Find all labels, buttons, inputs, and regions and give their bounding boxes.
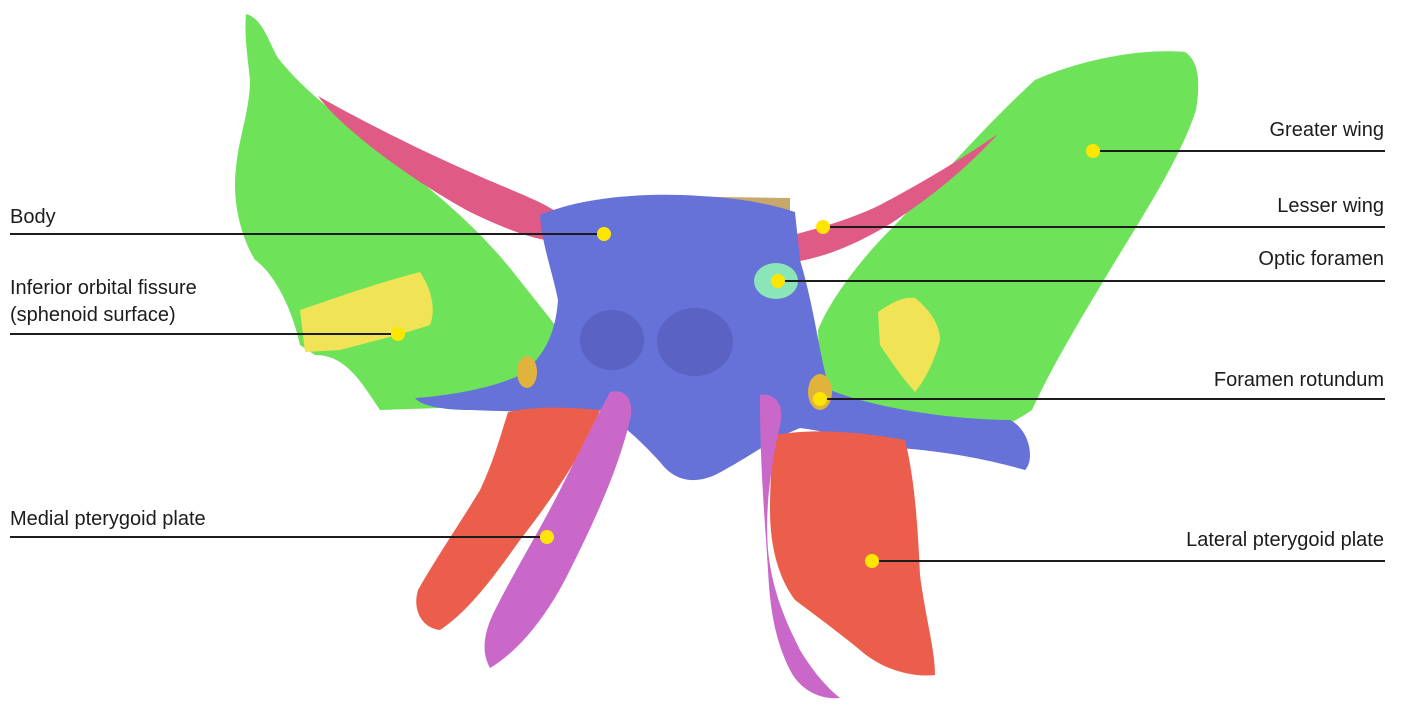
label-lesser-wing: Lesser wing [1277, 194, 1384, 218]
label-inferior-orbital-fissure-line2: (sphenoid surface) [10, 303, 176, 327]
marker-inferior-orbital-fissure[interactable] [391, 327, 405, 341]
marker-optic-foramen[interactable] [771, 274, 785, 288]
marker-lateral-pterygoid-plate[interactable] [865, 554, 879, 568]
foramen-rotundum-left [517, 356, 537, 388]
marker-lesser-wing[interactable] [816, 220, 830, 234]
label-lateral-pterygoid-plate: Lateral pterygoid plate [1186, 528, 1384, 552]
body-depression-left [580, 310, 644, 370]
marker-medial-pterygoid-plate[interactable] [540, 530, 554, 544]
label-medial-pterygoid-plate: Medial pterygoid plate [10, 507, 206, 531]
label-inferior-orbital-fissure-line1: Inferior orbital fissure [10, 276, 197, 300]
label-body: Body [10, 205, 56, 229]
lateral-pterygoid-plate-right [770, 431, 935, 675]
body-depression-right [657, 308, 733, 376]
label-foramen-rotundum: Foramen rotundum [1214, 368, 1384, 392]
greater-wing-right [818, 51, 1198, 445]
label-greater-wing: Greater wing [1270, 118, 1385, 142]
marker-foramen-rotundum[interactable] [813, 392, 827, 406]
marker-greater-wing[interactable] [1086, 144, 1100, 158]
label-optic-foramen: Optic foramen [1258, 247, 1384, 271]
marker-body[interactable] [597, 227, 611, 241]
